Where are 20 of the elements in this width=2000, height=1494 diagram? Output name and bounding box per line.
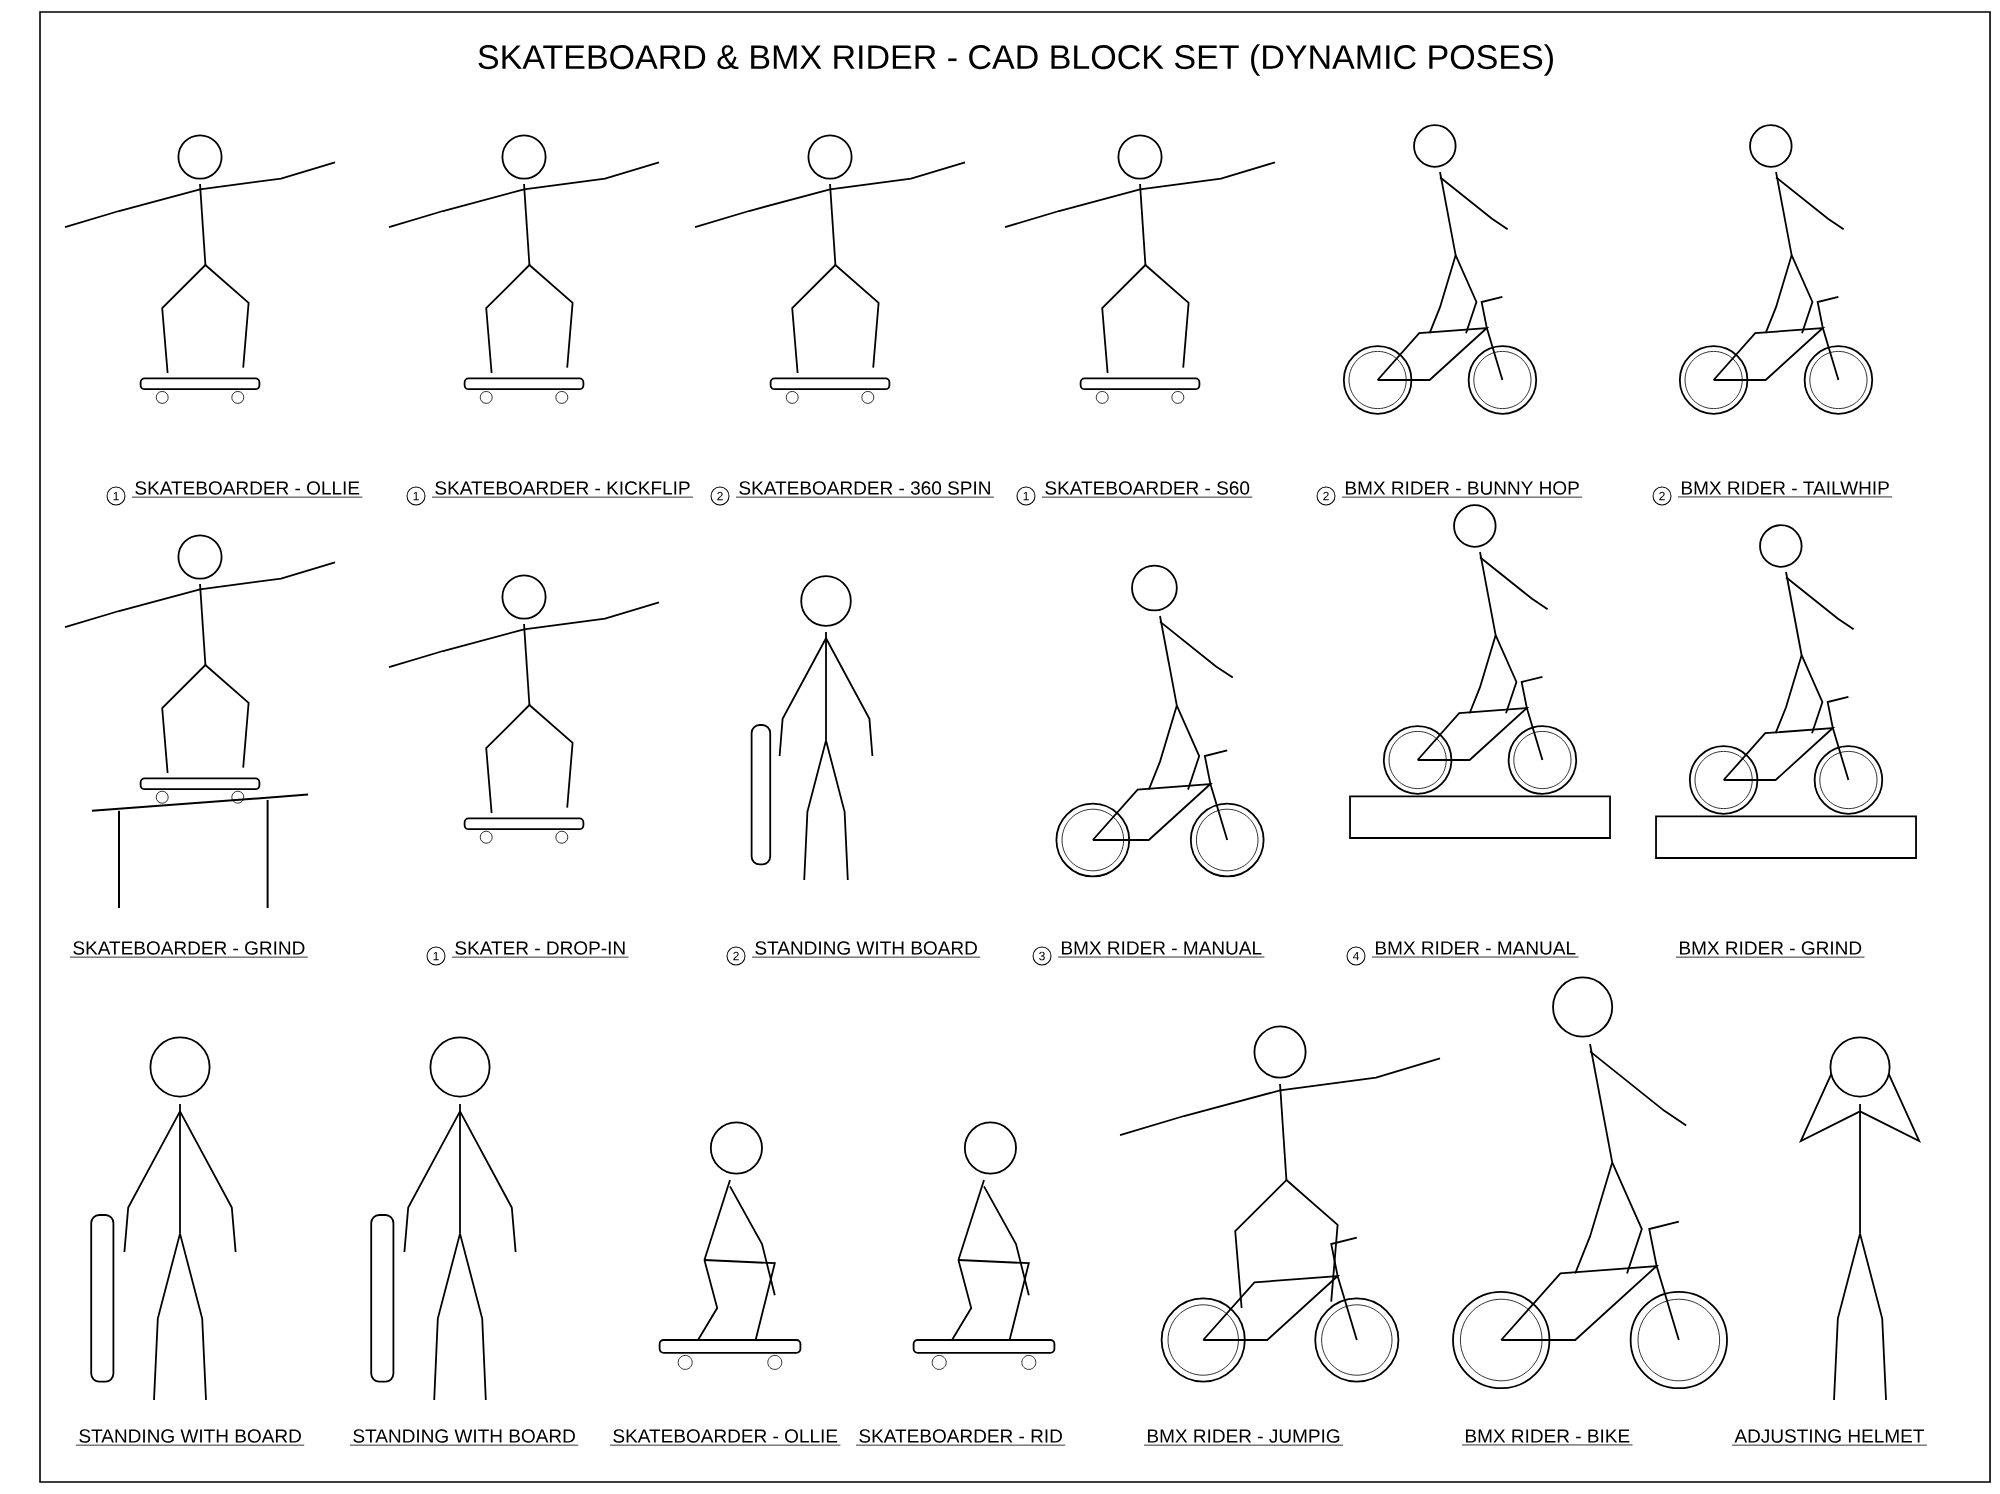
figure-caption: BMX RIDER - MANUAL (1371, 941, 1579, 958)
figure-caption: BMX RIDER - TAILWHIP (1677, 481, 1893, 498)
figure-caption: SKATEBOARDER - OLLIE (131, 481, 363, 498)
figure-caption: SKATEBOARDER - KICKFLIP (431, 481, 694, 498)
figure-caption: STANDING WITH BOARD (349, 1429, 579, 1446)
figure-caption: BMX RIDER - JUMPIG (1143, 1429, 1344, 1446)
figure-caption: BMX RIDER - BIKE (1461, 1429, 1633, 1446)
figure-caption: BMX RIDER - MANUAL (1057, 941, 1265, 958)
title: SKATEBOARD & BMX RIDER - CAD BLOCK SET (DYNAMIC POSES) (478, 44, 1553, 76)
figure-caption: SKATEBOARDER - GRIND (69, 941, 309, 958)
figure-caption: ADJUSTING HELMET (1731, 1429, 1928, 1446)
figure-caption: SKATER - DROP-IN (451, 941, 629, 958)
figure-caption: SKATEBOARDER - RID (855, 1429, 1066, 1446)
figure-caption: BMX RIDER - GRIND (1675, 941, 1865, 958)
figure-caption: STANDING WITH BOARD (75, 1429, 305, 1446)
figure-caption: SKATEBOARDER - OLLIE (609, 1429, 841, 1446)
figure-caption: STANDING WITH BOARD (751, 941, 981, 958)
figure-caption: SKATEBOARDER - 360 SPIN (735, 481, 995, 498)
figure-caption: BMX RIDER - BUNNY HOP (1341, 481, 1583, 498)
figure-caption: SKATEBOARDER - S60 (1041, 481, 1253, 498)
